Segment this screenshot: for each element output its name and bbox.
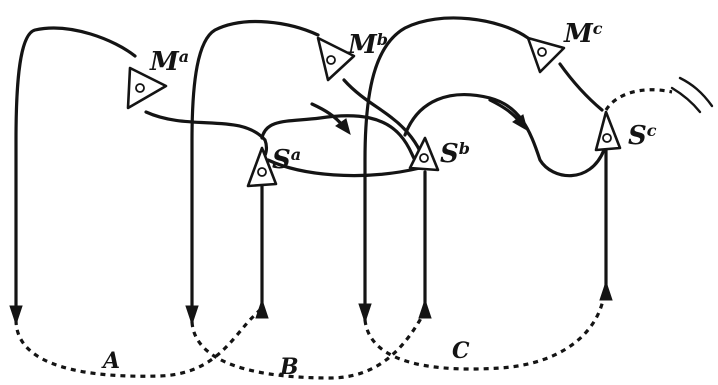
dashed-outgoing-path [606,90,672,110]
direction-arrow-3 [680,78,712,106]
label-motor-a: Ma [149,47,189,77]
label-motor-c: Mc [563,19,603,49]
label-sensory-b: Sb [440,139,470,169]
connector-ma-sa [146,112,266,160]
arrow-up-sa [256,300,268,318]
efferent-path-a [16,28,135,320]
motor-neuron-c [528,38,564,72]
connector-mb-sb [344,80,422,156]
arrow-up-sc [600,282,612,300]
direction-arrow-3b [672,88,700,112]
label-loop-c: C [452,338,470,364]
dashed-loop-a [16,305,262,376]
arrow-down-b [186,306,198,324]
arrow-down-c [359,304,371,322]
dashed-loop-b [192,305,425,378]
connector-mc-sc [560,64,602,110]
label-sensory-c: Sc [628,121,657,151]
arrow-down-a [10,306,22,324]
label-loop-a: A [101,348,120,374]
sensory-neuron-c [596,112,620,150]
arrow-up-sb [419,300,431,318]
label-loop-b: B [279,354,299,380]
dashed-loop-c [365,285,606,369]
